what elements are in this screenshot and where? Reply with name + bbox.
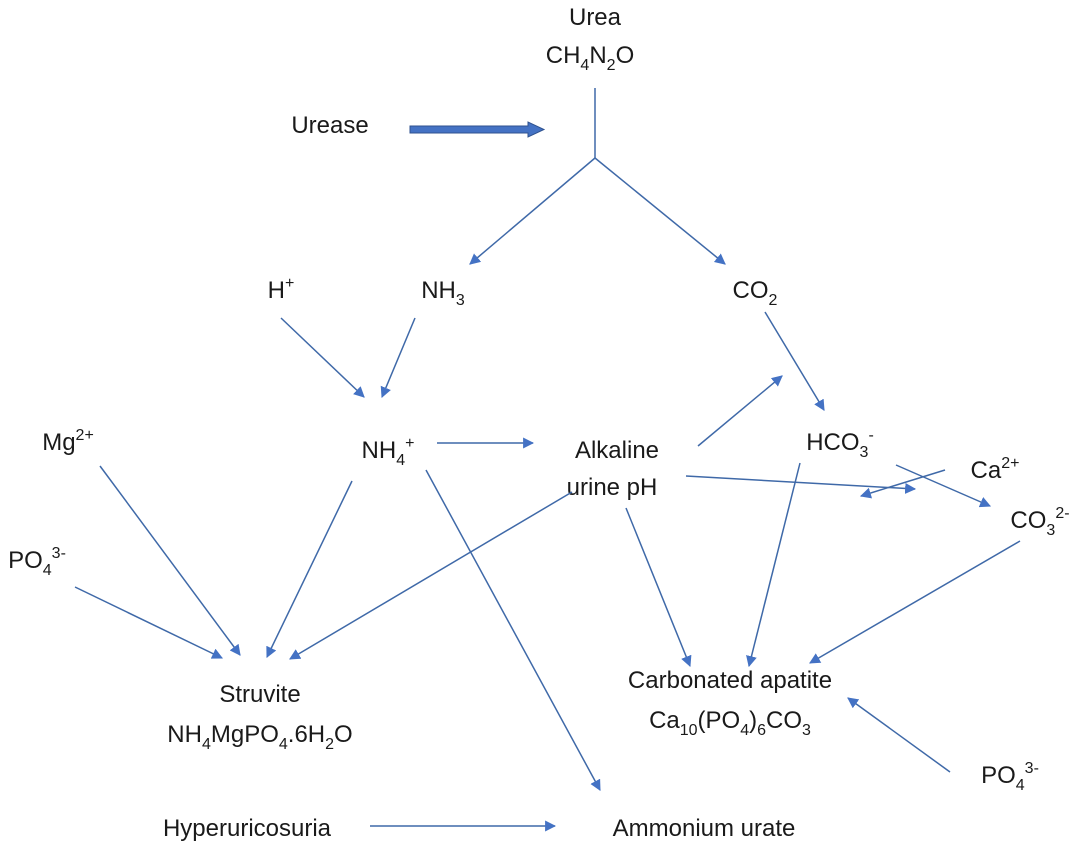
edge-ca-to-apatite [859, 469, 946, 499]
edge-alkaline-to-struvite [289, 491, 573, 660]
edge-nh3-to-nh4 [380, 317, 416, 399]
edge-co3-to-apatite [809, 540, 1021, 664]
node-nh3: NH3 [421, 277, 465, 309]
node-apatite-name: Carbonated apatite [628, 667, 832, 694]
node-ca2: Ca2+ [971, 455, 1020, 484]
node-struvite-formula: NH4MgPO4.6H2O [167, 721, 352, 753]
node-alkaline-line2: urine pH [567, 474, 658, 501]
node-nh4: NH4+ [362, 435, 415, 469]
edge-po4-to-struvite [74, 586, 223, 659]
edge-mg-to-struvite [99, 465, 241, 656]
node-apatite-formula: Ca10(PO4)6CO3 [649, 707, 811, 739]
edge-co2-to-hco3 [764, 311, 825, 411]
node-urease: Urease [291, 112, 368, 139]
edge-po4-to-apatite [847, 697, 951, 773]
node-h-plus: H+ [268, 275, 295, 304]
edge-alkaline-to-co2-conversion [697, 375, 783, 447]
edge-hco3-to-co3 [895, 464, 992, 508]
node-mg2: Mg2+ [42, 427, 94, 456]
edge-urea-to-nh3 [469, 157, 596, 265]
edge-hco3-to-apatite [746, 462, 801, 668]
node-hyperuricosuria: Hyperuricosuria [163, 815, 332, 842]
node-struvite-name: Struvite [219, 681, 300, 708]
node-co2: CO2 [733, 277, 778, 309]
edge-nh4-to-struvite [266, 480, 353, 658]
node-po4-left: PO43- [8, 545, 66, 579]
edge-alkaline-to-apatite [625, 507, 692, 668]
node-urea-formula: CH4N2O [546, 42, 635, 74]
urease-block-arrow [409, 121, 546, 138]
node-alkaline-line1: Alkaline [575, 437, 659, 464]
node-po4-right: PO43- [981, 760, 1039, 794]
node-ammonium-urate: Ammonium urate [613, 815, 796, 842]
node-hco3: HCO3- [806, 427, 874, 461]
edge-h-to-nh4 [280, 317, 365, 398]
node-urea-name: Urea [569, 4, 622, 31]
edge-urea-to-co2 [594, 157, 726, 265]
edge-nh4-to-ammonium-urate [425, 469, 601, 791]
edge-alkaline-to-bicarbonate-conversion [685, 475, 917, 494]
node-co3: CO32- [1010, 505, 1069, 539]
